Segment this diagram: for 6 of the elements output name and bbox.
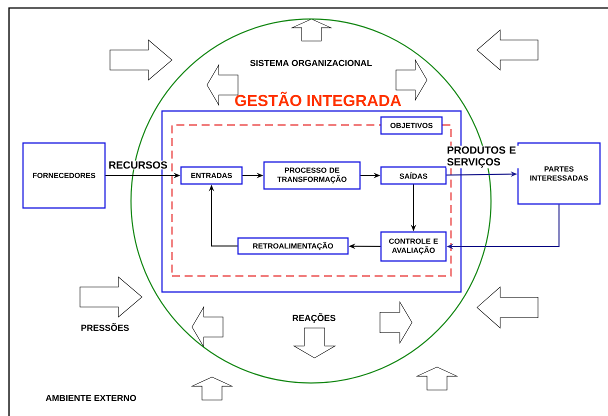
edge-label: PRODUTOS E SERVIÇOS <box>446 146 528 168</box>
label: REAÇÕES <box>292 313 336 323</box>
node-label: GESTÃO INTEGRADA <box>235 92 402 106</box>
label: PRESSÕES <box>81 323 129 331</box>
label: AMBIENTE EXTERNO <box>46 394 136 402</box>
edge-label: RECURSOS <box>108 160 168 170</box>
